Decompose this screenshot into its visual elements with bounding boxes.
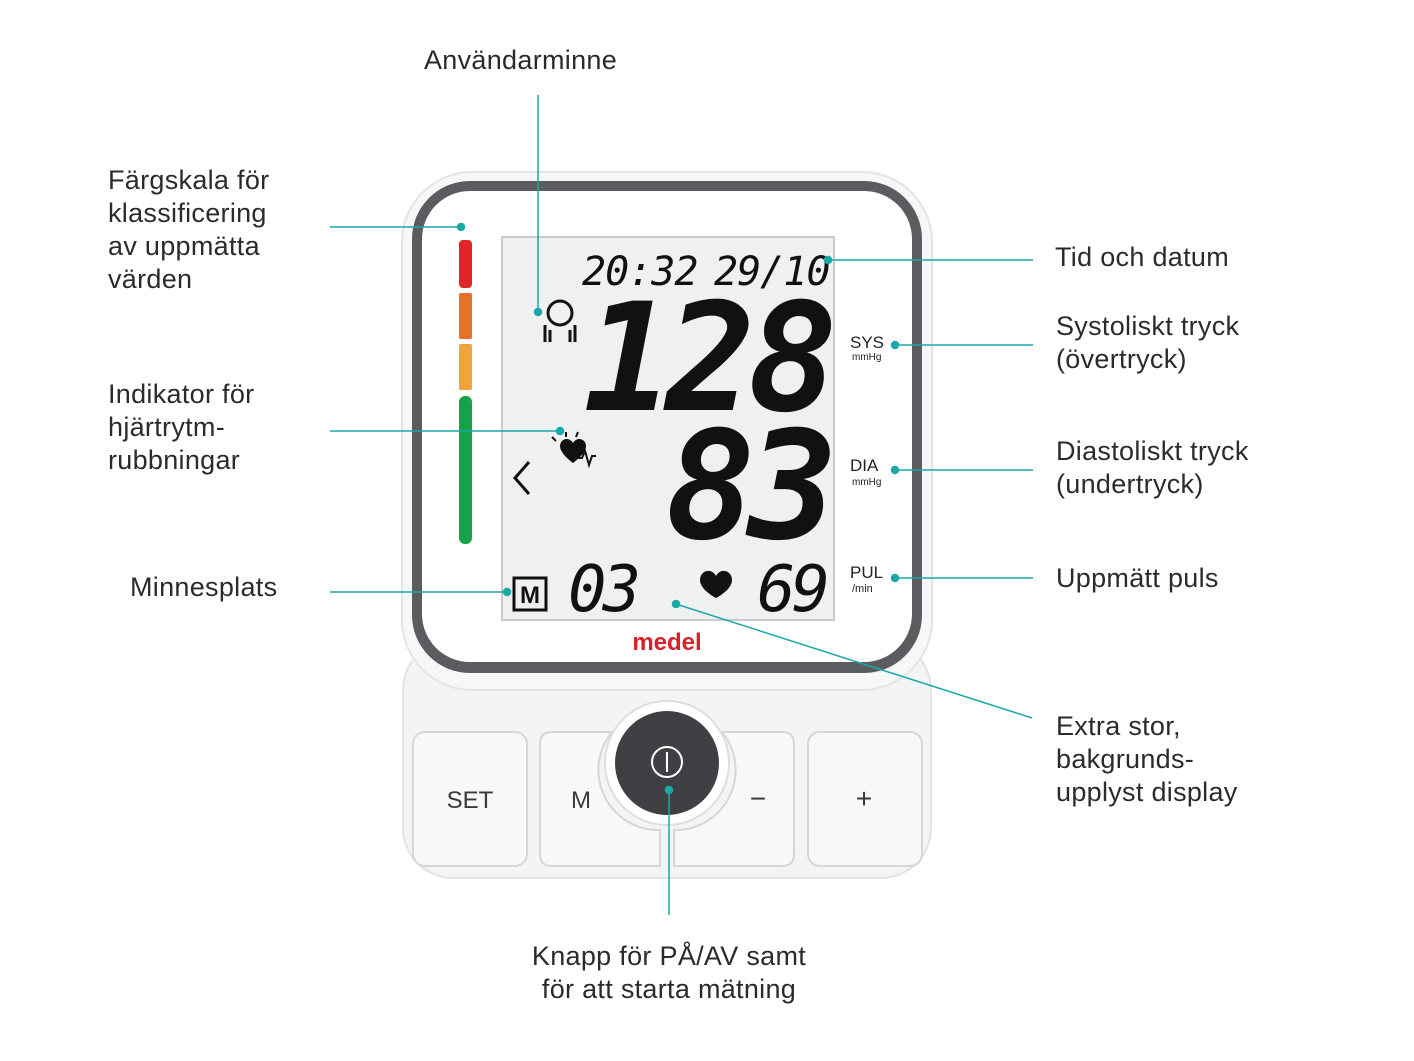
- lcd-systolic: 128: [583, 272, 832, 446]
- set-button[interactable]: SET: [412, 731, 528, 867]
- lcd-time: 20:32: [582, 249, 697, 295]
- scale-orange: [459, 293, 472, 339]
- arrhythmia-heart-icon: [551, 431, 596, 469]
- sys-unit: mmHg: [852, 352, 881, 363]
- label-time-date: Tid och datum: [1055, 242, 1229, 272]
- color-scale: [459, 240, 472, 544]
- dia-label: DIA: [850, 456, 879, 475]
- chevron-left-icon: [513, 461, 531, 495]
- label-diastolic: Diastoliskt tryck (undertryck): [1056, 436, 1249, 499]
- power-button[interactable]: [604, 700, 730, 826]
- memory-button-label: M: [571, 787, 591, 814]
- sys-label: SYS: [850, 333, 884, 352]
- label-color-scale: Färgskala för klassificering av uppmätta…: [108, 165, 270, 294]
- lcd-memory-slot: 03: [568, 553, 638, 627]
- minus-button[interactable]: −: [673, 731, 795, 867]
- memory-icon-letter: M: [520, 582, 540, 609]
- lcd-diastolic: 83: [665, 400, 830, 574]
- lcd-pulse: 69: [757, 553, 827, 627]
- label-user-memory: Användarminne: [424, 45, 618, 75]
- brand-logo: medel: [632, 629, 701, 656]
- set-button-label: SET: [447, 787, 494, 814]
- memory-icon: [512, 576, 548, 612]
- power-icon: [651, 746, 683, 778]
- minus-button-label: −: [750, 783, 766, 814]
- pulse-heart-icon: [700, 570, 732, 598]
- plus-button-label: +: [856, 783, 872, 814]
- label-power-button: Knapp för PÅ/AV samt för att starta mätn…: [531, 941, 807, 1004]
- dia-unit: mmHg: [852, 477, 881, 488]
- memory-button[interactable]: M: [539, 731, 661, 867]
- label-memory-slot: Minnesplats: [130, 572, 278, 602]
- scale-red: [459, 240, 472, 288]
- label-arrhythmia: Indikator för hjärtrytm- rubbningar: [108, 379, 255, 475]
- plus-button[interactable]: +: [807, 731, 923, 867]
- label-pulse: Uppmätt puls: [1056, 563, 1219, 593]
- scale-yellow: [459, 344, 472, 390]
- user-icon: [543, 299, 577, 342]
- pul-label: PUL: [850, 563, 883, 582]
- label-display: Extra stor, bakgrunds- upplyst display: [1056, 711, 1238, 807]
- lcd-date: 29/10: [714, 249, 829, 295]
- pul-unit: /min: [852, 583, 873, 595]
- label-systolic: Systoliskt tryck (övertryck): [1056, 311, 1240, 374]
- scale-green: [459, 396, 472, 544]
